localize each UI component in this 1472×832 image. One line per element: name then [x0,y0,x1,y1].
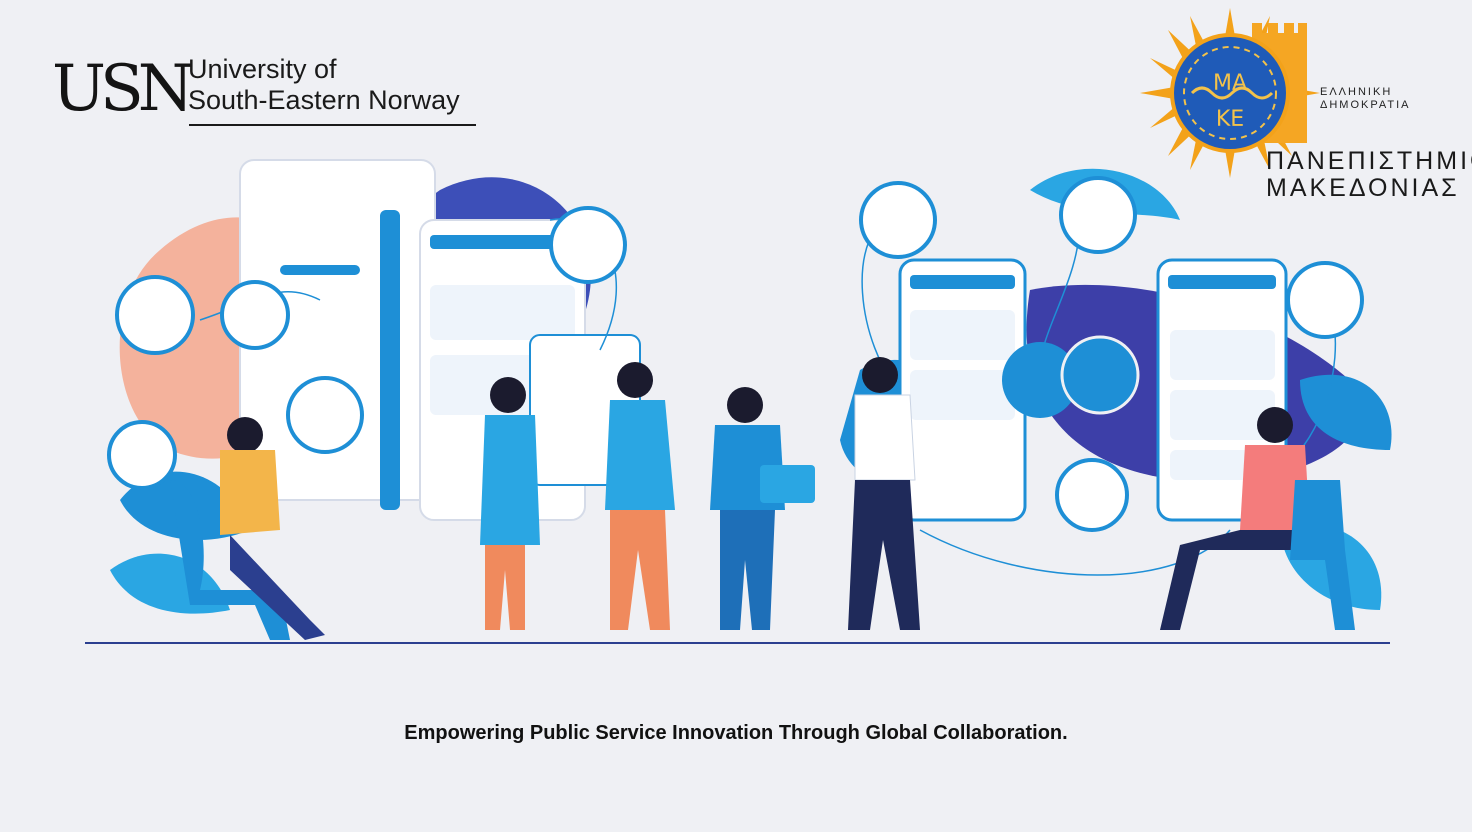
state-line2: ΔΗΜΟΚΡΑΤΙΑ [1320,99,1411,111]
usn-name-line1: University of [188,54,337,84]
uom-name: ΠΑΝΕΠΙΣΤΗΜΙΟ ΜΑΚΕΔΟΝΙΑΣ [1266,148,1472,202]
seal-text-bottom: ΚΕ [1216,107,1244,132]
usn-logo: USN University of South-Eastern Norway [52,52,482,132]
tagline: Empowering Public Service Innovation Thr… [404,722,1068,744]
usn-monogram: USN [52,52,194,126]
greek-state-label: ΕΛΛΗΝΙΚΗ ΔΗΜΟΚΡΑΤΙΑ [1320,86,1411,112]
usn-underline [189,124,476,126]
usn-name-line2: South-Eastern Norway [188,85,460,115]
seal-text-top: ΜΑ [1213,71,1247,96]
uom-seal: ΜΑ ΚΕ [1140,8,1320,178]
collaboration-illustration [85,159,1392,644]
state-line1: ΕΛΛΗΝΙΚΗ [1320,86,1393,98]
uom-name-line1: ΠΑΝΕΠΙΣΤΗΜΙΟ [1266,147,1472,175]
uom-name-line2: ΜΑΚΕΔΟΝΙΑΣ [1266,174,1460,202]
